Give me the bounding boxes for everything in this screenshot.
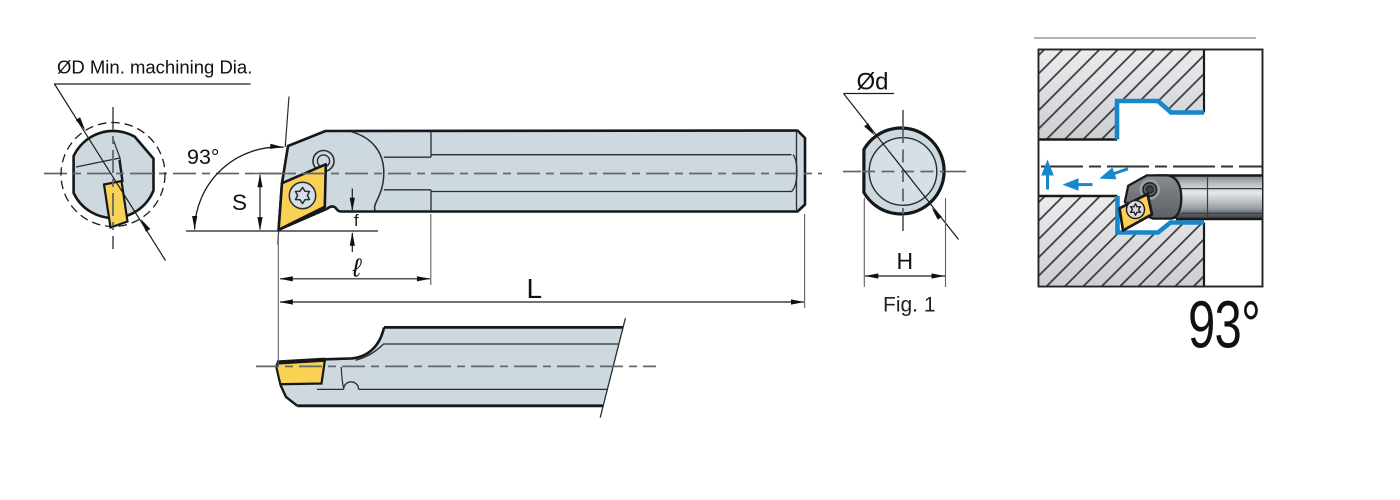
svg-text:Fig. 1: Fig. 1 <box>883 294 936 317</box>
svg-text:93°: 93° <box>1188 288 1260 363</box>
svg-text:L: L <box>527 273 543 304</box>
svg-text:H: H <box>897 248 914 274</box>
svg-text:ØD Min. machining Dia.: ØD Min. machining Dia. <box>57 57 252 78</box>
svg-text:S: S <box>232 190 247 215</box>
svg-text:f: f <box>354 212 359 230</box>
svg-text:93°: 93° <box>187 145 220 169</box>
svg-text:Ød: Ød <box>857 69 889 96</box>
svg-text:ℓ: ℓ <box>352 253 363 283</box>
